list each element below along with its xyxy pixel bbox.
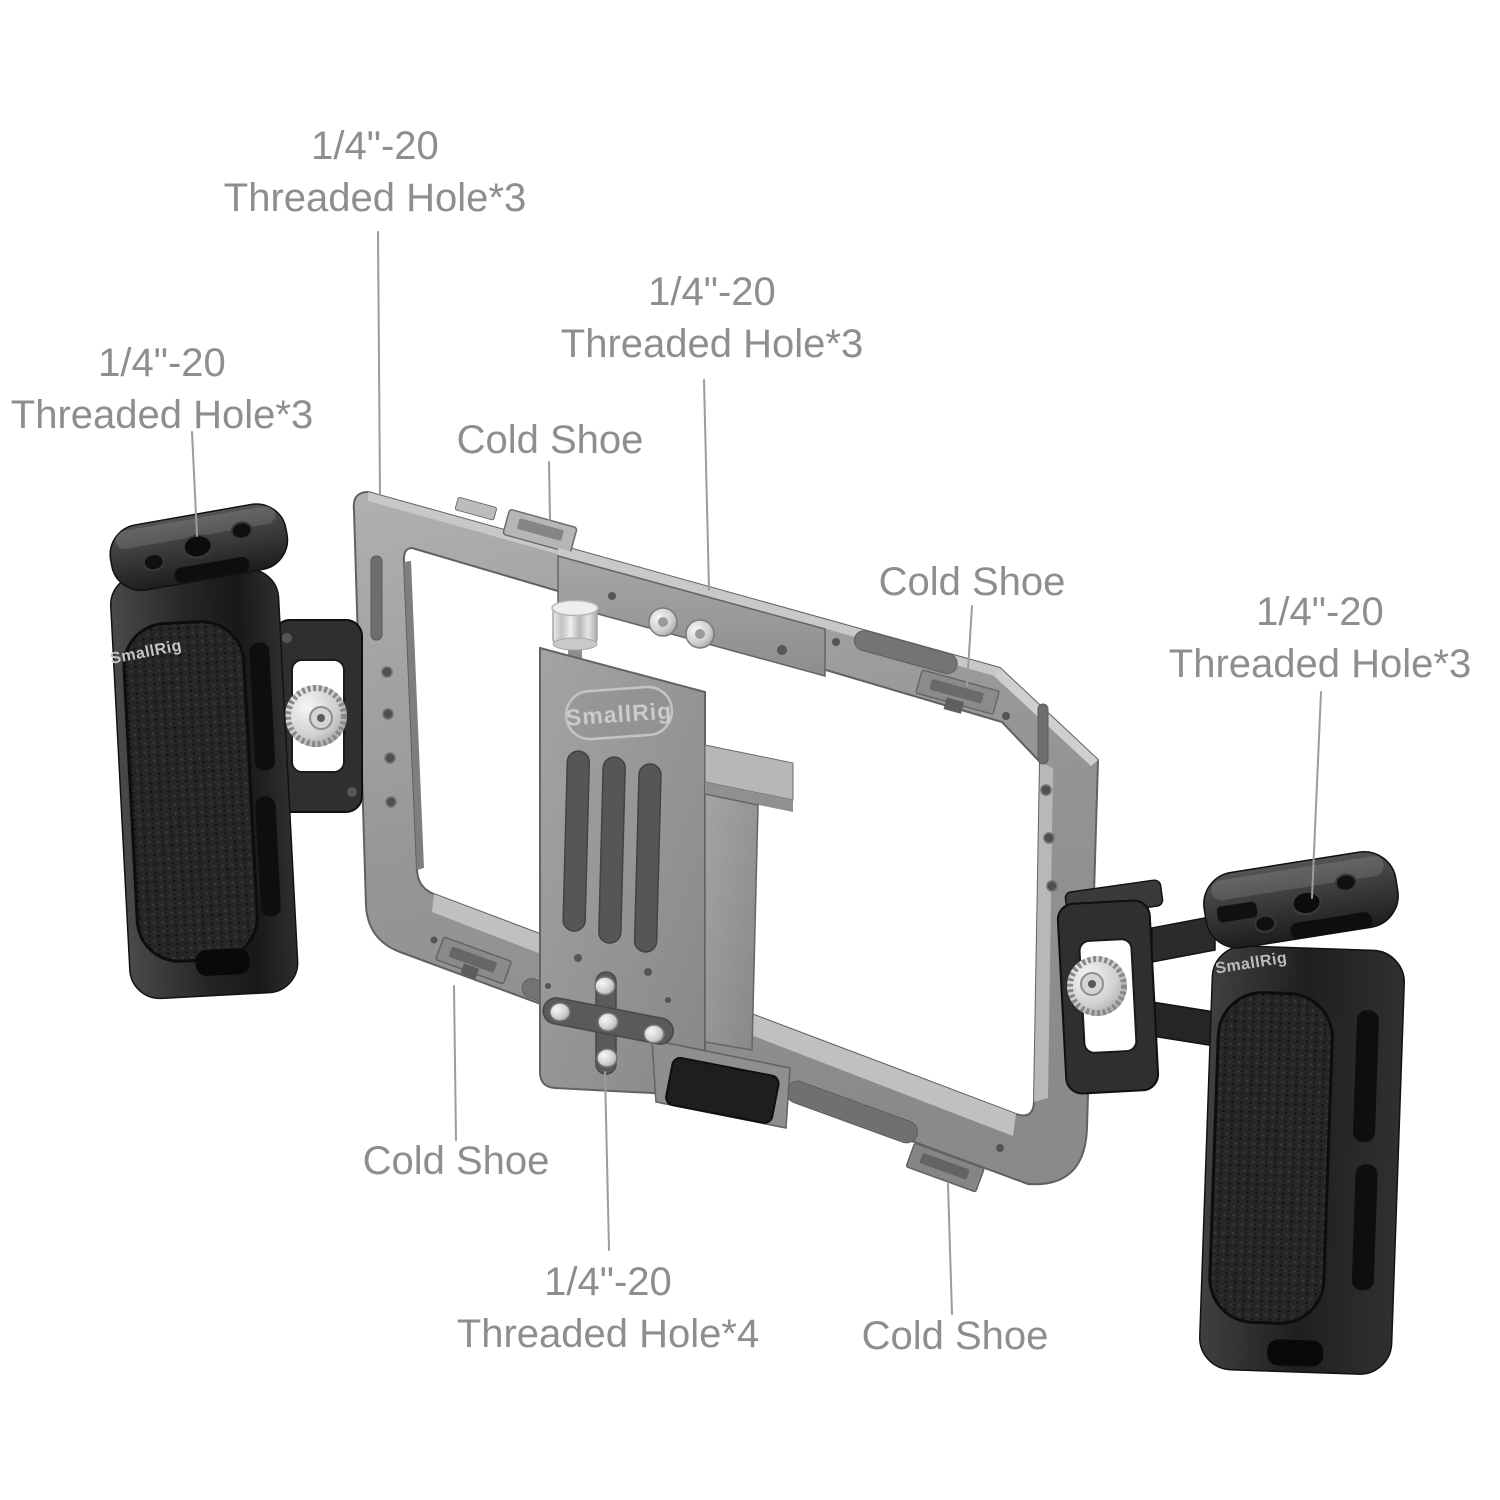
threaded-hole [381,666,393,678]
right-handle-side-slot [1351,1164,1378,1291]
right-handle-body [1199,945,1405,1375]
annotation-line: Threaded Hole*3 [560,322,864,366]
right-handle-side-slot [1353,1010,1379,1143]
threaded-hole [1291,890,1322,916]
threaded-hole [832,638,840,646]
annotation-line: Threaded Hole*4 [456,1312,760,1356]
threaded-hole [1046,880,1058,892]
mount-hook-topface [558,548,825,630]
annotation-line: 1/4"-20 [544,1260,672,1304]
annotation-cold-shoe-bottom-left: Cold Shoe [362,1139,550,1183]
annotation-line: 1/4"-20 [1256,590,1384,634]
leader-handle-right [1311,691,1322,899]
top-rail-slot [853,630,958,675]
mount-thumbscrew [551,599,599,662]
right-handle-cap-notch [1290,912,1373,939]
threaded-hole [608,592,616,600]
left-handle-foam-grip [122,620,259,963]
threaded-hole [385,796,397,808]
mount-arm [704,793,759,1051]
right-handle-clamp-knob [1067,956,1127,1016]
cage-left-rail-shade [404,561,424,870]
leader-cold-shoe-top-left [548,461,551,521]
leader-cold-shoe-bottom-left [453,985,457,1141]
annotation-line: Threaded Hole*3 [10,393,314,437]
right-handle-cap [1203,850,1399,949]
left-handle-body [110,568,299,1000]
annotation-line: 1/4"-20 [98,341,226,385]
annotation-cage-top-left: 1/4"-20 Threaded Hole*3 [224,120,526,224]
annotation-line: 1/4"-20 [311,124,439,168]
threaded-hole [1334,873,1357,892]
right-handle-cap-slot [1216,901,1258,923]
left-handle-side-slot [255,796,281,917]
left-handle-cap [109,503,289,592]
cage-right-rail-face [1034,762,1053,1102]
leader-lines [191,231,1322,1315]
threaded-hole [230,521,253,540]
phone-mount: SmallRig [539,548,826,1129]
leader-cage-top-left [377,231,381,495]
annotation-handle-left: 1/4"-20 Threaded Hole*3 [11,337,313,441]
right-clamp-arm-upper [1151,915,1216,963]
cold-shoe-mount-top-left [502,509,578,553]
leader-handle-left [191,431,198,537]
mount-jaw-pad [665,1056,780,1124]
threaded-hole [777,645,787,655]
threaded-hole [1043,832,1055,844]
annotation-cold-shoe-top-left: Cold Shoe [456,418,644,462]
left-handle-clamp-knob [285,685,347,747]
left-handle-strap-slot [195,948,250,976]
right-clamp-arm-lower [1151,1001,1216,1047]
annotation-cold-shoe-top-right: Cold Shoe [878,560,1066,604]
threaded-hole [1040,784,1052,796]
leader-cold-shoe-bottom-right [947,1183,953,1315]
annotation-mount-top: 1/4"-20 Threaded Hole*3 [561,266,863,370]
annotation-handle-right: 1/4"-20 Threaded Hole*3 [1169,586,1471,690]
smallrig-badge: SmallRig [564,685,674,741]
leader-cold-shoe-top-right [966,605,973,687]
mount-screw [648,607,678,637]
threaded-hole [574,954,582,962]
left-rail-slot [370,555,383,641]
threaded-hole [430,936,438,944]
threaded-hole [1002,712,1010,720]
leader-mount-top [703,379,710,591]
annotation-mount-bottom: 1/4"-20 Threaded Hole*4 [457,1256,759,1360]
annotation-cold-shoe-bottom-right: Cold Shoe [861,1314,1049,1358]
left-handle-cap-notch [174,556,250,583]
threaded-hole [382,708,394,720]
mount-slots [562,750,662,953]
threaded-hole [644,968,652,976]
top-rail-tab [454,496,497,521]
cold-shoe-slot-bottom-right [905,1142,985,1193]
left-handle-side-slot [249,642,276,771]
annotation-line: Threaded Hole*3 [223,176,527,220]
annotation-line: Threaded Hole*3 [1168,642,1472,686]
right-handle-foam-grip [1208,991,1334,1325]
annotation-line: 1/4"-20 [648,270,776,314]
threaded-hole [182,534,213,559]
right-handle: SmallRig [1056,850,1405,1375]
cold-shoe-mount-top-right [915,669,1000,715]
threaded-hole [142,553,165,572]
right-handle-strap-slot [1267,1339,1324,1367]
mount-screw [685,619,715,649]
threaded-hole [1254,914,1277,933]
left-handle: SmallRig [109,503,363,1000]
threaded-hole [384,752,396,764]
leader-mount-bottom [604,1071,610,1251]
cold-shoe-slot-bottom-left [435,936,512,985]
mount-bottom-plate [542,971,674,1075]
mount-shelf-front [705,782,793,812]
threaded-hole [996,1144,1004,1152]
right-rail-slot [1037,703,1049,765]
mount-hook [557,555,826,677]
